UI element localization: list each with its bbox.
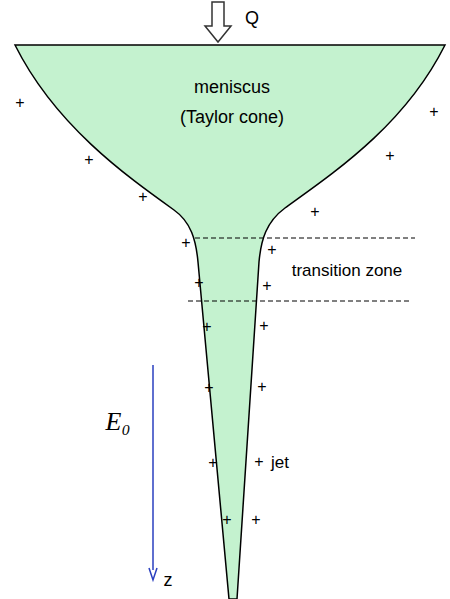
- charge-sign: +: [181, 235, 190, 251]
- charge-sign: +: [257, 379, 266, 395]
- zone-boundary: [188, 301, 410, 302]
- axis-label: z: [164, 571, 173, 589]
- charge-sign: +: [138, 189, 147, 205]
- flow-arrow: [205, 2, 231, 42]
- charge-sign: +: [194, 275, 203, 291]
- charge-sign: +: [202, 319, 211, 335]
- charge-sign: +: [84, 152, 93, 168]
- charge-sign: +: [385, 148, 394, 164]
- jet-label: jet: [271, 454, 289, 471]
- charge-sign: +: [204, 380, 213, 396]
- flow-label: Q: [245, 9, 259, 27]
- region-label: meniscus (Taylor cone): [167, 72, 297, 132]
- charge-sign: +: [251, 512, 260, 528]
- field-arrowhead: [149, 568, 157, 580]
- charge-sign: +: [429, 104, 438, 120]
- field-label: E₀: [106, 409, 131, 435]
- charge-sign: +: [267, 242, 276, 258]
- charge-sign: +: [310, 204, 319, 220]
- zone-boundary: [195, 238, 415, 239]
- field-arrow: [152, 365, 154, 570]
- liquid-shape: [15, 45, 445, 599]
- zone-label: transition zone: [292, 262, 403, 279]
- charge-sign: +: [208, 455, 217, 471]
- charge-sign: +: [259, 318, 268, 334]
- charge-sign: +: [262, 278, 271, 294]
- charge-sign: +: [15, 95, 24, 111]
- charge-sign: +: [254, 454, 263, 470]
- charge-sign: +: [222, 512, 231, 528]
